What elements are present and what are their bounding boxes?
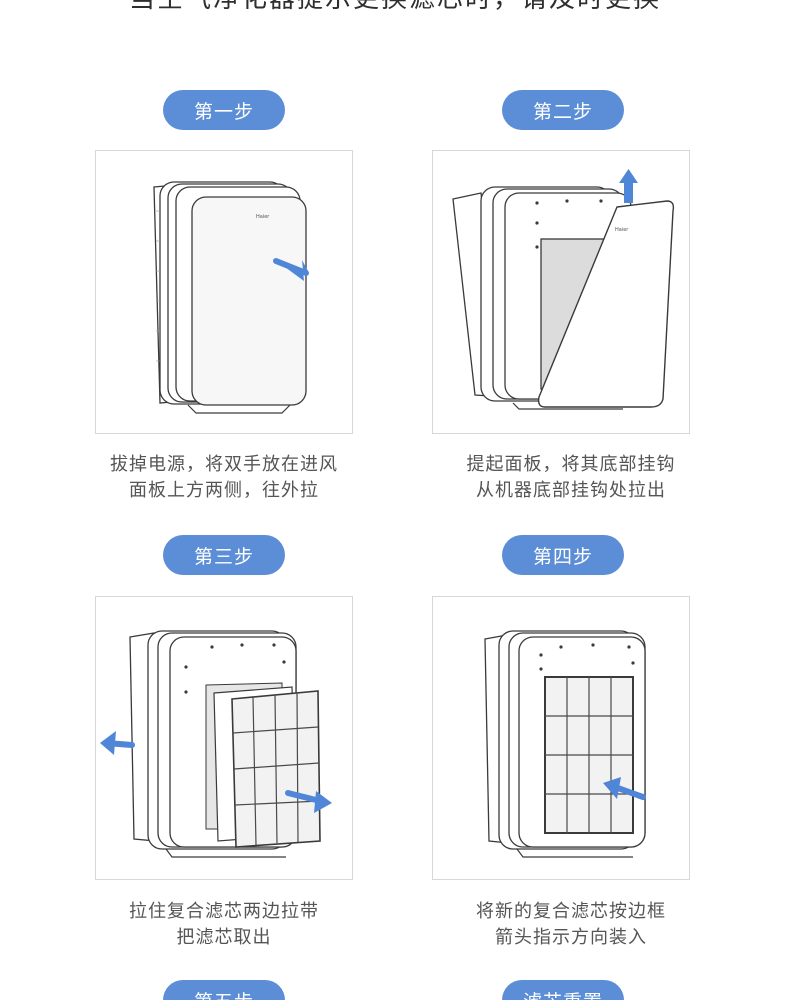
step-3-badge: 第三步: [163, 535, 285, 575]
step-3-illustration: [95, 596, 353, 880]
filter-reset-badge: 滤芯重置: [502, 980, 624, 1000]
step-1-badge: 第一步: [163, 90, 285, 130]
brand-logo: Haier: [256, 214, 270, 220]
svg-text:Haier: Haier: [615, 227, 629, 233]
step-3-caption: 拉住复合滤芯两边拉带 把滤芯取出: [129, 901, 319, 948]
step-2-illustration: Haier: [432, 150, 690, 434]
arrow-right-icon: [273, 258, 309, 281]
arrow-left-icon: [603, 777, 646, 800]
step-4-caption: 将新的复合滤芯按边框 箭头指示方向装入: [476, 901, 666, 948]
step-4-illustration: [432, 596, 690, 880]
step-2-caption: 提起面板，将其底部挂钩 从机器底部挂钩处拉出: [466, 454, 676, 501]
arrow-right-icon: [285, 790, 332, 813]
step-2-badge: 第二步: [502, 90, 624, 130]
page-title: 当空气净化器提示更换滤芯时，请及时更换: [0, 0, 790, 15]
arrow-left-icon: [100, 731, 135, 755]
arrow-up-icon: [619, 169, 638, 203]
purifier-panel-pull-image: Haier: [153, 181, 309, 414]
purifier-filter-remove-image: [100, 630, 332, 858]
purifier-filter-install-image: [484, 630, 646, 858]
step-1-caption: 拔掉电源，将双手放在进风 面板上方两侧，往外拉: [110, 454, 338, 501]
step-1-illustration: Haier: [95, 150, 353, 434]
step-5-badge: 第五步: [163, 980, 285, 1000]
purifier-panel-lift-image: Haier: [452, 169, 675, 410]
step-4-badge: 第四步: [502, 535, 624, 575]
